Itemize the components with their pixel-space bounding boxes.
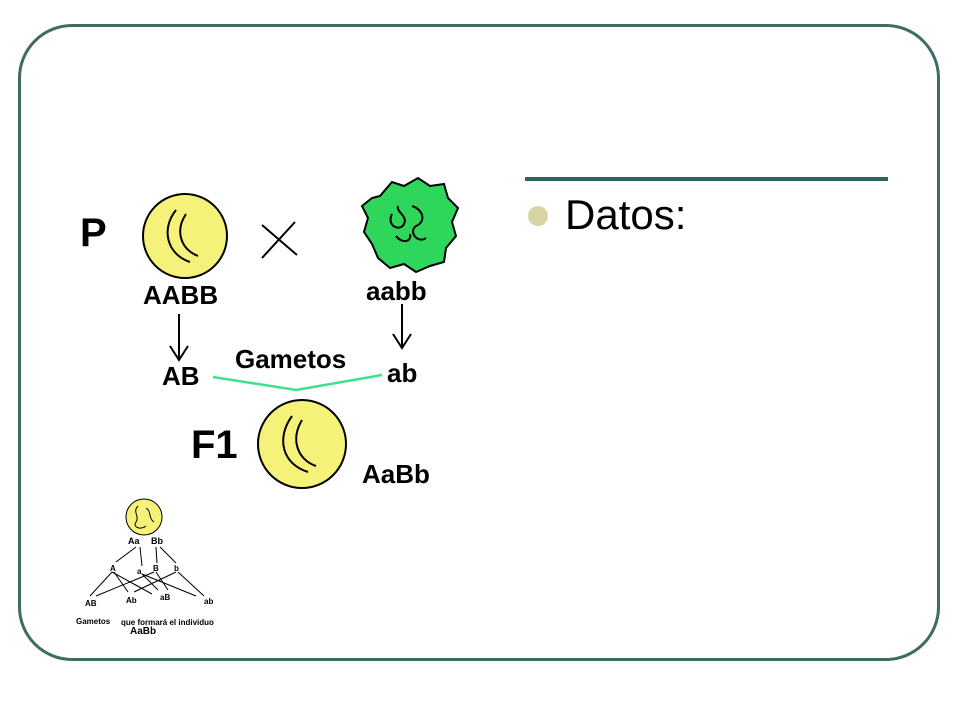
small-caption-individuo: que formará el individuo [121, 618, 214, 627]
small-yellow-pea-icon [125, 498, 163, 536]
small-allele-b: b [174, 564, 179, 573]
small-gamete-AB: AB [85, 599, 97, 608]
small-allele-B: B [153, 564, 159, 573]
small-gamete-aB: aB [160, 593, 170, 602]
p-label: P [80, 211, 107, 255]
arrow-down-icon [392, 304, 412, 350]
f1-genotype: AaBb [362, 459, 430, 489]
cross-icon [261, 221, 298, 259]
f1-label: F1 [191, 423, 238, 467]
small-branch-lines [89, 546, 205, 597]
gamete-fusion-line [212, 373, 383, 392]
bullet-dot-icon [528, 206, 548, 226]
small-alleles-aa: Aa [128, 536, 140, 546]
small-gamete-Ab: Ab [126, 596, 137, 605]
gamete-2: ab [387, 358, 417, 388]
arrow-down-icon [169, 314, 189, 362]
wrinkled-green-pea-icon [360, 176, 460, 274]
bullet-text: Datos: [565, 191, 687, 238]
gamete-1: AB [162, 361, 200, 391]
small-allele-a: a [137, 567, 142, 576]
title-rule [525, 177, 888, 181]
parent1-genotype: AABB [143, 280, 218, 310]
parent2-genotype: aabb [366, 276, 427, 306]
slide-frame [18, 24, 940, 661]
smooth-yellow-pea-icon [142, 193, 228, 279]
small-allele-A: A [110, 564, 116, 573]
f1-yellow-pea-icon [257, 399, 347, 489]
small-genotype: AaBb [130, 626, 156, 637]
gametes-label: Gametos [235, 344, 346, 374]
small-alleles-bb: Bb [151, 536, 163, 546]
small-gamete-ab: ab [204, 597, 213, 606]
small-caption-gametos: Gametos [76, 617, 111, 626]
